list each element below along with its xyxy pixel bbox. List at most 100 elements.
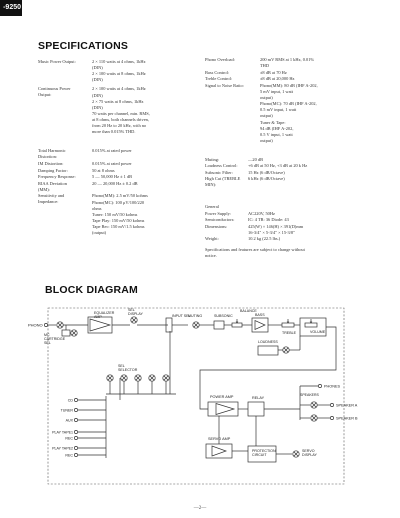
spec-label: Power Supply: xyxy=(205,211,231,216)
spec-label: Music Power Output: xyxy=(38,59,76,64)
protection-label: CIRCUIT xyxy=(252,453,267,457)
spec-value: ±8 dB at 70 Hz xyxy=(260,69,287,75)
spec-value: ±8 dB at 20,000 Hz xyxy=(260,76,295,82)
spec-value: 2 × 100 watts at 8 ohms, 1kHz xyxy=(92,71,146,77)
spec-value: 0.015% at rated power xyxy=(92,160,132,166)
source-label: REC xyxy=(65,436,73,440)
spec-value: (output) xyxy=(92,230,107,235)
source-label: TUNER xyxy=(61,408,74,412)
mc-cartridge-label: MC xyxy=(44,333,50,337)
source-label: CD xyxy=(68,398,74,402)
spec-label: Muting: xyxy=(205,157,220,162)
specs-note: notice. xyxy=(205,253,217,259)
spec-value: output) xyxy=(260,137,273,143)
source-label: PLAY TAPE2 xyxy=(52,446,73,450)
volume-label: VOLUME xyxy=(310,330,326,334)
spec-value: 0.5 mV input, 1 watt xyxy=(260,107,297,113)
source-jack xyxy=(74,408,78,412)
spec-label: Total Harmonic Distortion: xyxy=(38,148,66,160)
spec-value: from 20 Hz to 20 kHz, with no xyxy=(92,123,147,128)
speaker-a-label: SPEAKER A xyxy=(336,404,358,408)
lamp-cross xyxy=(193,322,199,328)
lamp-cross xyxy=(283,347,289,353)
source-jack xyxy=(74,453,78,457)
volume-potentiometer xyxy=(304,322,318,328)
spec-label: Semiconductors: xyxy=(205,217,235,223)
treble-label: TREBLE xyxy=(282,331,297,335)
spec-value: THD xyxy=(260,63,270,69)
spec-value: 200 mV RMS at 1 kHz, 0.01% xyxy=(260,57,315,62)
spec-value: Phono(MC): 70 dB (IHF A-202, xyxy=(260,101,317,107)
spec-value: 70 watts per channel, min. RMS, xyxy=(92,110,150,116)
spec-value: 6 kHz (6 dB/Octave) xyxy=(248,175,285,181)
spec-value: 0.015% at rated power xyxy=(92,148,132,154)
specs-note: Specifications and features are subject … xyxy=(205,247,305,252)
treble-potentiometer xyxy=(281,322,295,328)
lamp-cross xyxy=(71,330,77,336)
spec-value: 2 × 100 watts at 4 ohms, 1kHz xyxy=(92,86,146,92)
spec-value: Tuner & Tape: xyxy=(260,119,286,125)
lamp-cross xyxy=(135,375,141,381)
specifications-heading: SPECIFICATIONS xyxy=(38,40,129,52)
mc-cartridge-label: SEL xyxy=(44,341,51,345)
spec-value: Tuner: 150 mV/50 kohms xyxy=(92,211,138,217)
wiper-arrow xyxy=(286,321,290,324)
equalizer-amp-icon xyxy=(89,318,112,332)
spec-value: Phono(MC): 100 μV/100/220 xyxy=(92,199,145,205)
power-amp-label: POWER AMP xyxy=(210,395,234,399)
equalizer-label: EQUALIZER xyxy=(94,311,115,315)
speaker-b-jack xyxy=(330,416,334,420)
spec-value: 2 × 110 watts at 4 ohms, 1kHz xyxy=(92,59,146,64)
spec-label: Frequency Response: xyxy=(38,174,76,180)
block-diagram-heading: BLOCK DIAGRAM xyxy=(45,284,139,296)
muting-label: MUTING xyxy=(188,314,202,318)
spec-label: Damping Factor: xyxy=(38,167,68,173)
servo-display-label: DISPLAY xyxy=(302,453,318,457)
source-jack xyxy=(74,398,78,402)
spec-value: more than 0.015% THD. xyxy=(92,129,136,135)
sel-display-label: SEL xyxy=(128,308,135,312)
page-number: —2— xyxy=(193,506,207,511)
source-label: REC xyxy=(65,453,73,457)
power-amp-icon xyxy=(215,403,236,415)
spec-value: 0.5 V input, 1 watt xyxy=(260,131,293,137)
spec-label: Treble Control: xyxy=(205,76,233,82)
spec-value: 2 × 75 watts at 8 ohms, 1kHz xyxy=(92,98,144,104)
phono-jack xyxy=(44,323,48,327)
sel-display-label: DISPLAY xyxy=(128,312,144,316)
speaker-b-label: SPEAKER B xyxy=(336,417,358,421)
balance-potentiometer xyxy=(231,322,243,328)
spec-value: (DIN) xyxy=(92,104,103,110)
mc-cartridge-label: CARTRIDGE xyxy=(44,337,66,341)
spec-value: (DIN) xyxy=(92,92,103,98)
spec-value: 5 mV input, 1 watt xyxy=(260,89,293,94)
relay-block xyxy=(247,401,265,417)
spec-label: Loudness Control: xyxy=(205,163,238,169)
source-label: PLAY TAPE1 xyxy=(52,430,73,434)
input-sel-label: INPUT SEL xyxy=(172,314,191,318)
wiper-arrow xyxy=(309,321,313,324)
spec-value: 50 at 8 ohms xyxy=(92,167,115,173)
lamp-cross xyxy=(149,375,155,381)
source-jack xyxy=(74,436,78,440)
spec-value: Phono(MM): 80 dB (IHF A-202, xyxy=(260,82,318,88)
spec-label: Signal to Noise Ratio: xyxy=(205,82,244,88)
spec-label: Weight: xyxy=(205,236,219,242)
speakers-label: SPEAKERS xyxy=(300,393,320,397)
spec-value: output) xyxy=(260,95,273,101)
lamp-cross xyxy=(311,415,317,421)
servo-display-label: SERVO xyxy=(302,449,315,453)
volume-to-power xyxy=(318,326,337,371)
spec-value: IC: 4 TR: 36 Diode: 43 xyxy=(248,217,289,223)
lamp-cross xyxy=(107,375,113,381)
sel-selector-label: SEL xyxy=(118,364,125,368)
subsonic-label: SUBSONIC xyxy=(214,314,233,318)
source-jack xyxy=(74,418,78,422)
equalizer-label: AMP xyxy=(94,315,102,319)
general-heading: General xyxy=(205,204,219,209)
loudness-label: LOUDNESS xyxy=(258,340,278,344)
spec-value: +6 dB at 50 Hz, +3 dB at 20 k Hz xyxy=(248,163,308,169)
spec-value: 15 Hz (6 dB/Octave) xyxy=(248,169,285,175)
spec-value: Tape Play: 150 mV/50 kohms xyxy=(92,217,145,223)
spec-value: output) xyxy=(260,113,273,119)
